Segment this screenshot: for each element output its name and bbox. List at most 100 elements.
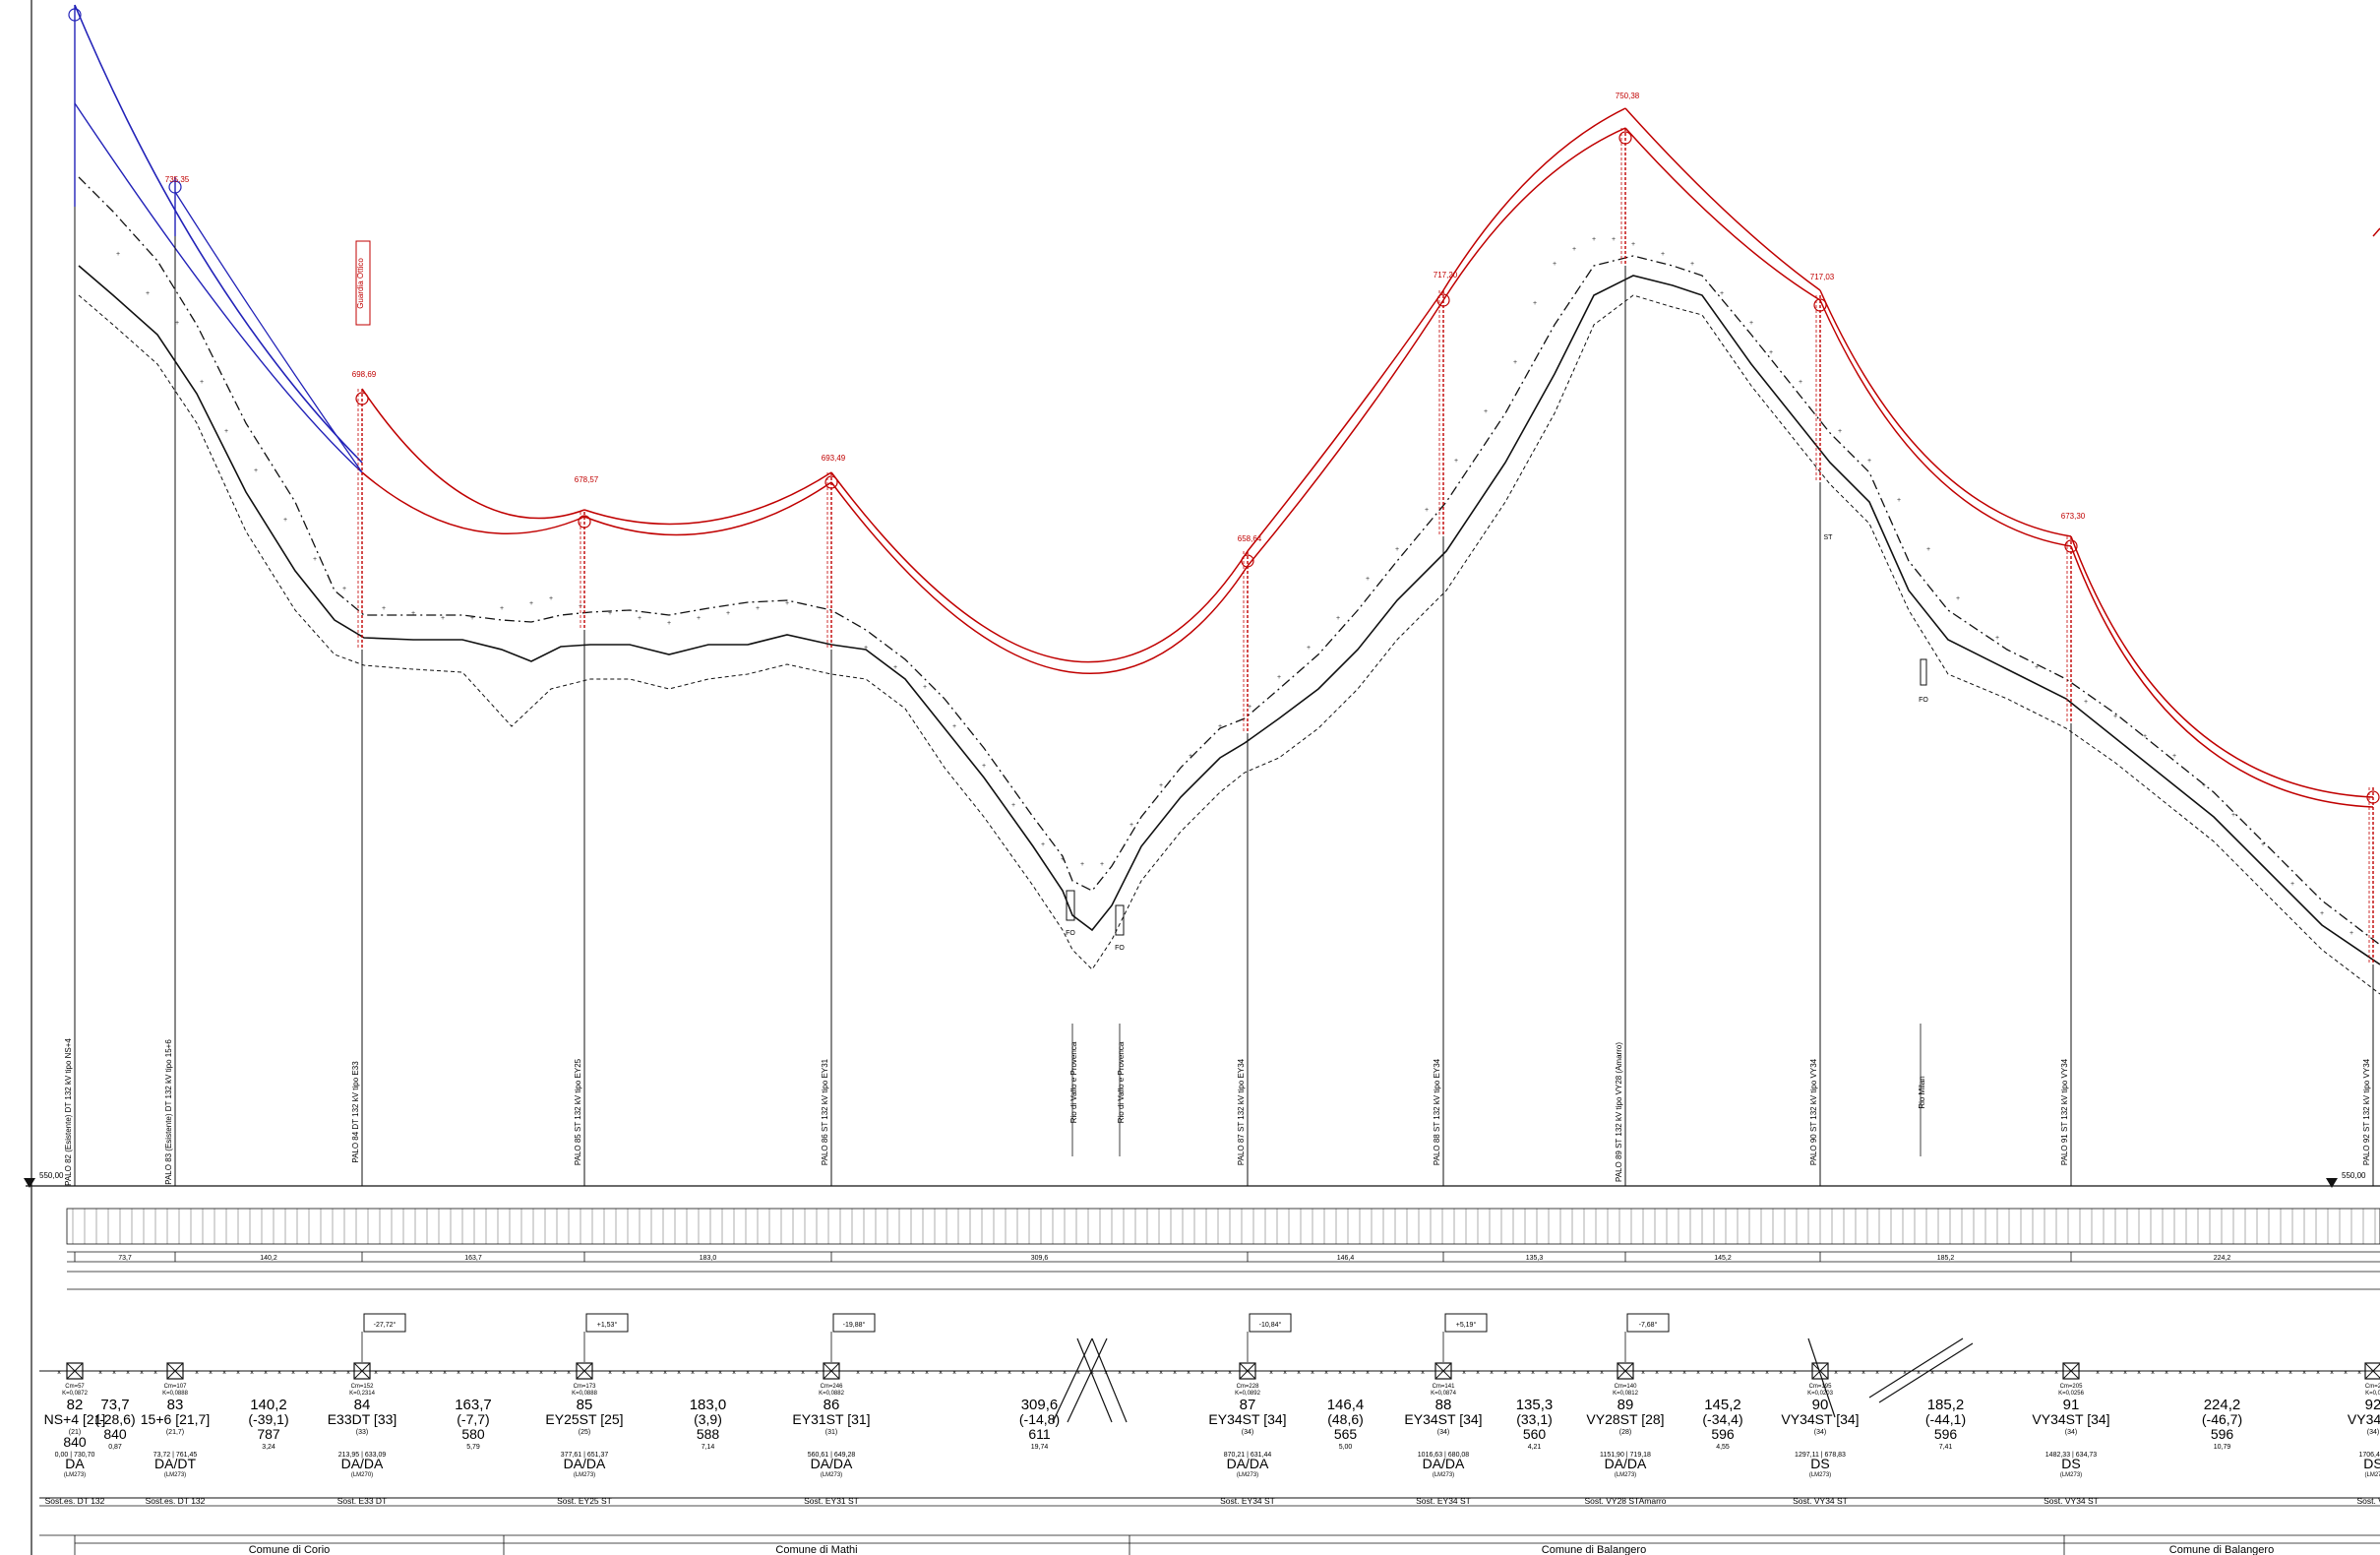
ground-line-dashdot <box>78 176 2380 946</box>
span-sag: 3,24 <box>262 1444 275 1451</box>
plan-x-mark: × <box>1834 1370 1838 1377</box>
plan-x-mark: × <box>2220 1370 2224 1377</box>
river-label-3: Rio Milan <box>1918 1076 1926 1108</box>
plan-x-mark: × <box>1958 1370 1962 1377</box>
ground-survey-points: ++++++++++++++++++++++++++++++++++++++++… <box>116 236 2353 937</box>
plan-cm: Cm=140 <box>1615 1384 1638 1390</box>
plan-x-mark: × <box>2165 1370 2168 1377</box>
plan-pylon-sub: (34) <box>1814 1429 1826 1436</box>
survey-point: + <box>283 517 287 524</box>
plan-x-mark: × <box>112 1370 116 1377</box>
conductor-lines <box>74 4 2380 808</box>
plan-x-mark: × <box>1930 1370 1934 1377</box>
datum-line: 550,00 550,00 <box>24 1171 2380 1188</box>
plan-x-mark: × <box>1407 1370 1411 1377</box>
conductor-red-84-85 <box>361 388 585 534</box>
plan-x-mark: × <box>2054 1370 2058 1377</box>
plan-pylon-cross-b <box>823 1362 840 1380</box>
survey-point: + <box>1661 251 1665 258</box>
plan-pylon-sub: (21) <box>69 1429 81 1436</box>
pylon-vertical-label: PALO 82 (Esistente) DT 132 kV tipo NS+4 <box>64 1038 73 1186</box>
plan-pylon-type: VY34ST <box>2348 1411 2380 1427</box>
plan-x-mark: × <box>553 1370 557 1377</box>
plan-x-mark: × <box>2109 1370 2113 1377</box>
ruler-span-label: 135,3 <box>1526 1255 1544 1262</box>
plan-x-mark: × <box>1007 1370 1011 1377</box>
span-deviation: (-28,6) <box>94 1411 135 1427</box>
plan-pylon-material: DS <box>1810 1456 1829 1471</box>
plan-x-mark: × <box>1462 1370 1466 1377</box>
fo-label-2: FO <box>1115 945 1125 952</box>
plan-pylon-symbol <box>66 1362 84 1380</box>
road-crossing-1 <box>1052 1337 1128 1423</box>
plan-pylon-cross-b <box>1239 1362 1256 1380</box>
plan-pylon-lower: 1016,63 | 680,08 <box>1418 1452 1470 1459</box>
plan-x-mark: × <box>1035 1370 1039 1377</box>
plan-x-mark: × <box>2344 1370 2348 1377</box>
survey-point: + <box>116 251 120 258</box>
conductor-red-92-end <box>2372 227 2380 237</box>
station-table <box>66 1208 2380 1290</box>
plan-pylon-lower: 870,21 | 631,44 <box>1224 1452 1272 1459</box>
survey-point: + <box>1995 635 1999 642</box>
plan-pylon-material: DA/DT <box>154 1456 196 1471</box>
survey-point: + <box>2231 812 2235 819</box>
plan-pylon-material: DA/DA <box>811 1456 853 1471</box>
survey-point: + <box>254 467 258 474</box>
plan-pylon-type: NS+4 [21] <box>44 1411 106 1427</box>
plan-x-mark: × <box>305 1370 309 1377</box>
plan-x-mark: × <box>539 1370 543 1377</box>
span-length: 140,2 <box>250 1397 287 1413</box>
plan-x-mark: × <box>2247 1370 2251 1377</box>
pylon-82: PALO 82 (Esistente) DT 132 kV tipo NS+4 <box>64 5 82 1186</box>
sostegno-label: Sost. EY25 ST <box>557 1496 612 1506</box>
span-length: 73,7 <box>100 1397 129 1413</box>
span-sag: 19,74 <box>1031 1444 1049 1451</box>
plan-pylon-type: 15+6 [21,7] <box>141 1411 210 1427</box>
plan-x-mark: × <box>57 1370 61 1377</box>
survey-point: + <box>952 723 956 730</box>
pylon-insulator <box>355 392 369 405</box>
plan-pylon-symbol <box>823 1362 840 1380</box>
plan-x-mark: × <box>222 1370 226 1377</box>
span-deviation: (33,1) <box>1516 1411 1553 1427</box>
survey-point: + <box>893 664 897 671</box>
span-sag: 4,55 <box>1716 1444 1730 1451</box>
span-deviation: (-39,1) <box>248 1411 288 1427</box>
comune-corio: Comune di Corio <box>249 1544 331 1555</box>
survey-point: + <box>1690 261 1694 268</box>
plan-x-mark: × <box>897 1370 901 1377</box>
sostegno-label: Sost. VY34 ST <box>1793 1496 1848 1506</box>
plan-x-mark: × <box>1366 1370 1370 1377</box>
ruler-span-label: 140,2 <box>260 1255 277 1262</box>
plan-x-mark: × <box>1710 1370 1714 1377</box>
plan-x-mark: × <box>126 1370 130 1377</box>
plan-x-mark: × <box>787 1370 791 1377</box>
plan-x-mark: × <box>1545 1370 1549 1377</box>
plan-x-mark: × <box>760 1370 763 1377</box>
survey-point: + <box>382 605 386 612</box>
survey-point: + <box>667 620 671 627</box>
plan-pylon-lm: (LM273) <box>1615 1472 1636 1478</box>
survey-point: + <box>1336 615 1340 622</box>
plan-pylon-sub: (33) <box>356 1429 368 1436</box>
plan-x-mark: × <box>1159 1370 1163 1377</box>
pylon-elevation: 658,64 <box>1238 534 1262 543</box>
pylon-vertical-label: PALO 89 ST 132 kV tipo VY28 (Amarro) <box>1615 1042 1623 1182</box>
span-param: 596 <box>1934 1426 1958 1442</box>
ruler-span-label: 309,6 <box>1031 1255 1049 1262</box>
span-param: 565 <box>1334 1426 1358 1442</box>
plan-x-mark: × <box>1311 1370 1314 1377</box>
pylon-insulator <box>2064 539 2078 553</box>
plan-pylon-material: DS <box>2061 1456 2080 1471</box>
survey-point: + <box>175 320 179 327</box>
survey-point: + <box>1769 349 1773 356</box>
plan-x-mark: × <box>1586 1370 1590 1377</box>
plan-pylon-cross-b <box>2364 1363 2380 1380</box>
